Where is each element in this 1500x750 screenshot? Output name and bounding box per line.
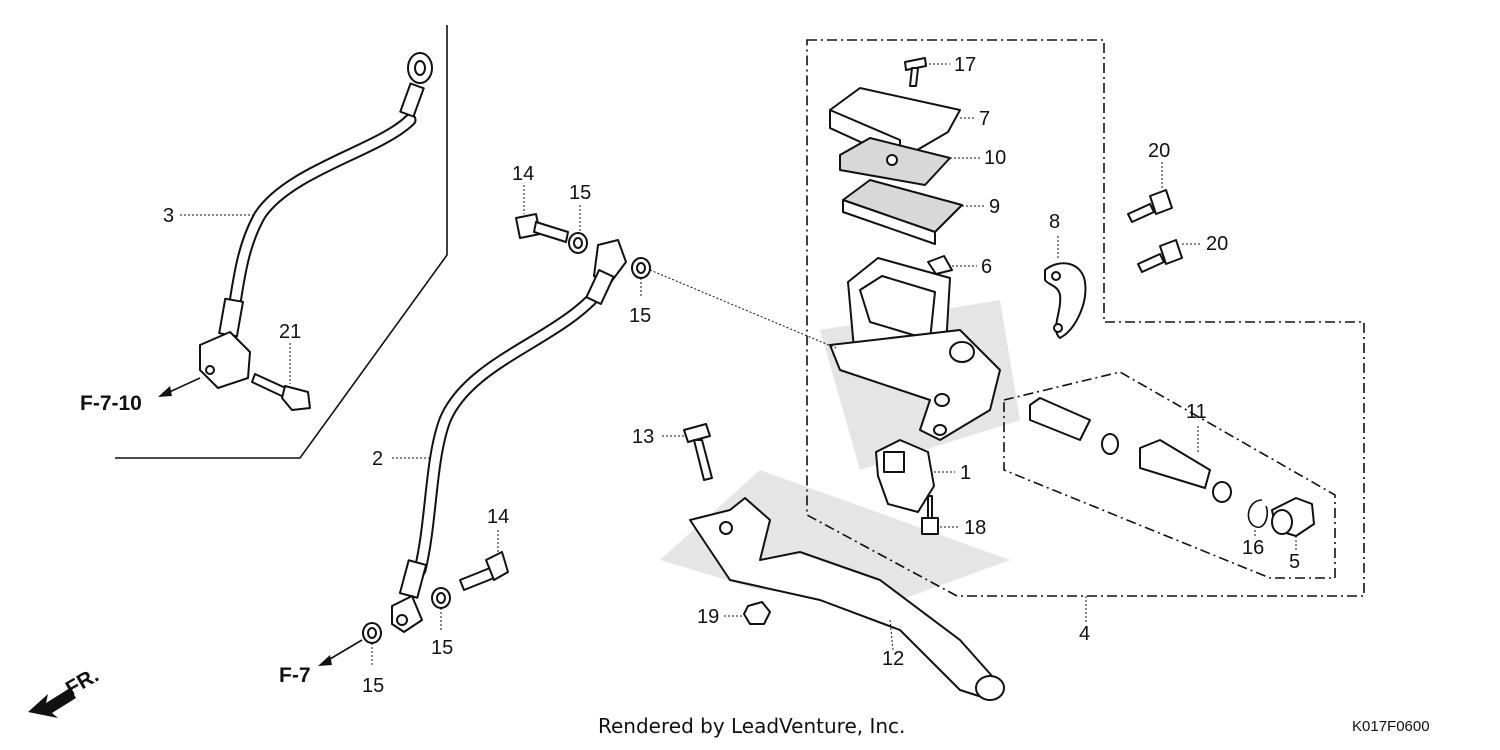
callout-6: 6 (981, 256, 992, 278)
master-cylinder-assembly-frame (806, 39, 1365, 597)
brake-lever-12 (689, 497, 1005, 701)
boot-5 (1271, 497, 1315, 537)
callout-7: 7 (979, 108, 990, 130)
reference-arrow-lower (318, 639, 363, 666)
callout-18: 18 (964, 517, 986, 539)
callout-10: 10 (984, 147, 1006, 169)
upper-hose-panel-frame (115, 25, 448, 459)
banjo-bolt-14-upper (515, 213, 569, 243)
clip-6 (927, 255, 953, 275)
piston-set-frame (1003, 371, 1336, 579)
callout-21: 21 (279, 321, 301, 343)
pivot-bolt-13 (683, 423, 713, 481)
callout-4: 4 (1079, 623, 1090, 645)
callout-12: 12 (882, 648, 904, 670)
diaphragm-9 (842, 179, 963, 245)
nut-19 (743, 601, 771, 625)
holder-8 (1044, 262, 1087, 339)
callout-5: 5 (1289, 551, 1300, 573)
bolts-20 (1127, 189, 1183, 273)
reference-label-upper: F-7-10 (80, 392, 142, 415)
sealing-washers-15 (362, 232, 651, 644)
reference-arrow-upper (158, 377, 201, 397)
bolt-21 (251, 373, 311, 411)
render-credit: Rendered by LeadVenture, Inc. (598, 714, 905, 738)
reference-label-lower: F-7 (279, 664, 311, 687)
callout-13: 13 (632, 426, 654, 448)
lower-brake-hose (391, 239, 627, 633)
plate-10 (839, 137, 951, 186)
callout-3: 3 (163, 205, 174, 227)
switch-1 (875, 439, 935, 513)
leader-lines (180, 63, 1297, 666)
callout-20-upper: 20 (1148, 140, 1170, 162)
callout-9: 9 (989, 196, 1000, 218)
upper-brake-hose (199, 52, 433, 389)
callout-1: 1 (960, 462, 971, 484)
callout-15-upper-right: 15 (629, 305, 651, 327)
callout-14-lower: 14 (487, 506, 509, 528)
circlip-16 (1247, 499, 1269, 529)
callout-19: 19 (697, 606, 719, 628)
callout-15-lower-right: 15 (431, 637, 453, 659)
callout-8: 8 (1049, 211, 1060, 233)
callout-20-lower: 20 (1206, 233, 1228, 255)
front-direction-arrow-icon (28, 688, 76, 718)
piston-set-11 (1029, 397, 1232, 503)
master-cylinder-body (829, 257, 1001, 441)
diagram-code: K017F0600 (1352, 718, 1430, 735)
callout-2: 2 (372, 448, 383, 470)
callout-15-lower-left: 15 (362, 675, 384, 697)
callout-15-upper-left: 15 (569, 182, 591, 204)
callout-16: 16 (1242, 537, 1264, 559)
callout-11: 11 (1186, 401, 1207, 423)
callout-17: 17 (954, 54, 976, 76)
screw-17 (904, 57, 927, 87)
banjo-bolt-14-lower (459, 551, 509, 591)
callout-14-upper: 14 (512, 163, 534, 185)
screw-18 (921, 495, 939, 535)
